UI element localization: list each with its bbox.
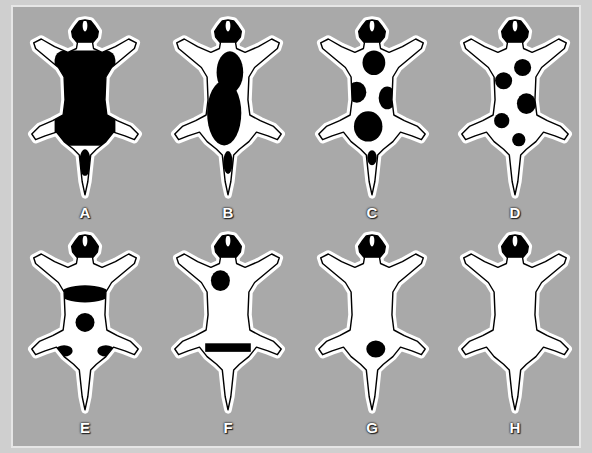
animal-figure bbox=[462, 230, 568, 410]
animal-figure bbox=[462, 15, 568, 195]
animal-figure bbox=[175, 15, 281, 195]
figure-letter: D bbox=[500, 204, 530, 222]
panel bbox=[12, 6, 580, 447]
figure-letter: E bbox=[70, 419, 100, 437]
animal-figure bbox=[32, 15, 138, 195]
figure-letter: B bbox=[213, 204, 243, 222]
figure-letter: C bbox=[357, 204, 387, 222]
figure-letter: F bbox=[213, 419, 243, 437]
animal-figure bbox=[319, 230, 425, 410]
figure-letter: G bbox=[357, 419, 387, 437]
figure-letter: A bbox=[70, 204, 100, 222]
animal-figure bbox=[32, 230, 138, 410]
animal-figure bbox=[175, 230, 281, 410]
figure-letter: H bbox=[500, 419, 530, 437]
animal-figure bbox=[319, 15, 425, 195]
